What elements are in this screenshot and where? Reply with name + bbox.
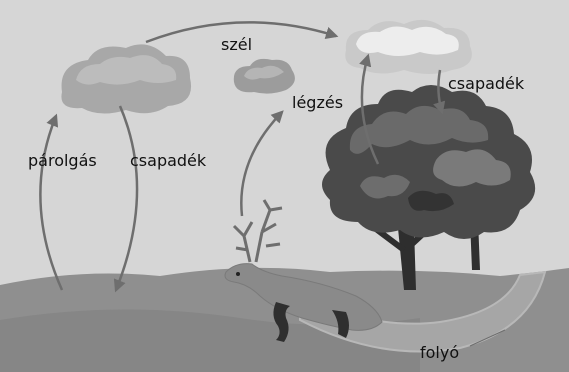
label-precipitation-right: csapadék <box>448 74 525 93</box>
evaporation-arrow <box>39 113 64 291</box>
tree-large-icon <box>322 85 536 290</box>
wind-arrow <box>145 21 339 44</box>
precipitation-right-arrow <box>433 69 446 115</box>
river <box>299 270 547 353</box>
cloud-left-icon <box>61 44 192 114</box>
respiration-arrow <box>240 110 284 217</box>
label-precipitation-left: csapadék <box>130 151 207 170</box>
precipitation-left-arrow <box>113 105 139 293</box>
deer-icon <box>224 199 383 342</box>
river-pointer-line <box>469 329 506 347</box>
transpiration-arrow <box>359 53 380 165</box>
label-river: folyó <box>420 343 459 362</box>
label-wind: szél <box>221 35 252 54</box>
label-respiration: légzés <box>292 93 343 112</box>
cloud-small-icon <box>233 58 295 94</box>
cloud-right-icon <box>345 19 472 74</box>
label-evaporation: párolgás <box>28 151 97 170</box>
arrow-icon <box>39 21 446 293</box>
